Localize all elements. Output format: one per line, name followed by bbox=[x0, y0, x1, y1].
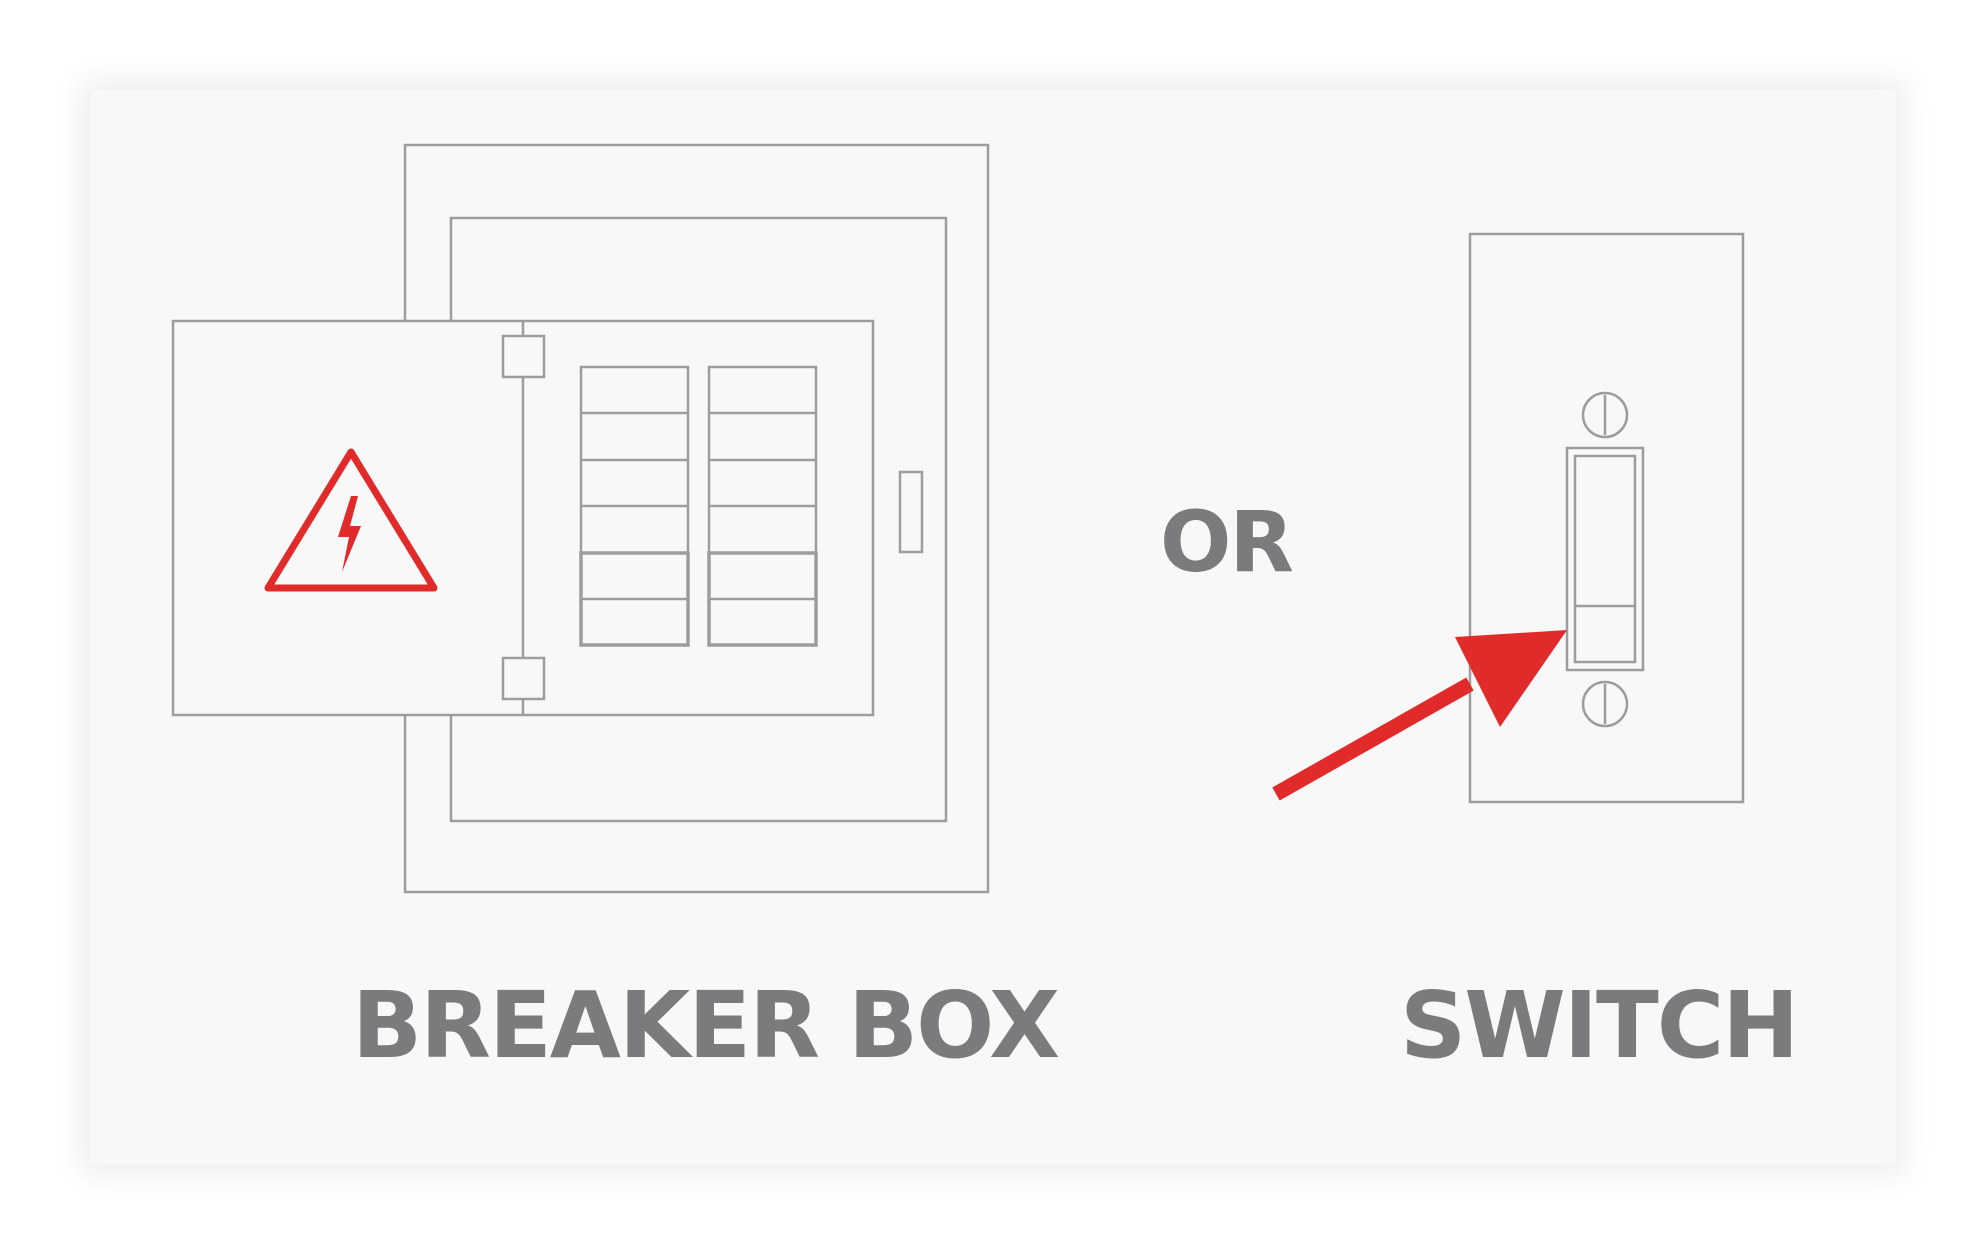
door-hinge-top bbox=[501, 334, 546, 379]
door-hinge-bottom bbox=[501, 656, 546, 701]
switch-label: SWITCH bbox=[1400, 972, 1799, 1079]
breaker-box-label: BREAKER BOX bbox=[352, 972, 1060, 1079]
or-label: OR bbox=[1160, 493, 1294, 591]
door-latch bbox=[898, 470, 924, 554]
breaker-column-left bbox=[579, 365, 690, 647]
switch-toggle bbox=[1573, 454, 1637, 664]
top-screw-icon bbox=[1581, 391, 1629, 439]
switch-plate bbox=[1468, 232, 1745, 804]
switch-opening bbox=[1565, 446, 1645, 672]
bottom-screw-icon bbox=[1581, 680, 1629, 728]
breaker-box-illustration bbox=[171, 143, 990, 894]
breaker-column-right bbox=[707, 365, 818, 647]
high-voltage-warning-icon bbox=[264, 448, 438, 592]
red-arrow-icon bbox=[1272, 630, 1567, 801]
wall-switch-illustration bbox=[1468, 232, 1745, 804]
